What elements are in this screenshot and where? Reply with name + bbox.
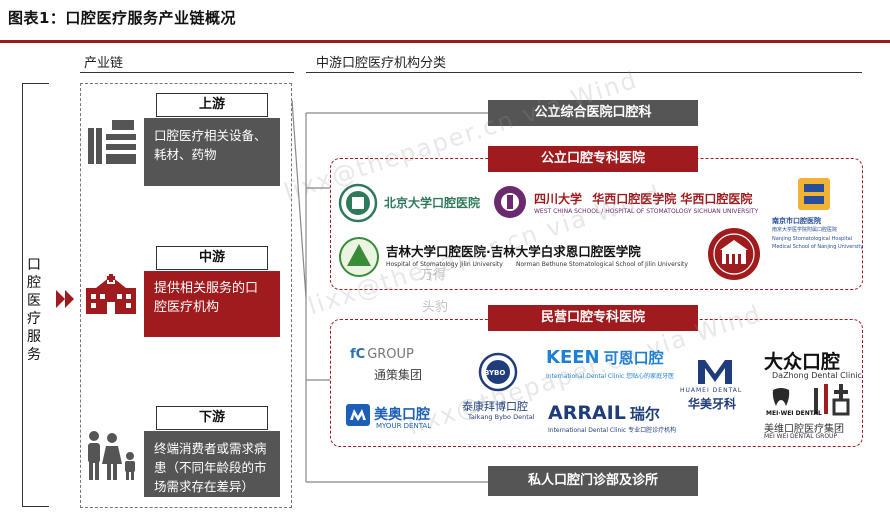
scu-cn: 四川大学 华西口腔医学院 华西口腔医院 [534, 190, 752, 207]
keen-cn: 可恩口腔 [603, 349, 664, 367]
keen-sub: International Dental Clinic 您贴心的家庭牙医 [546, 373, 675, 380]
equipment-icon [88, 120, 136, 164]
nanjing-en1: Nanjing Stomatological Hospital [772, 236, 853, 242]
tc-cn: 通策集团 [374, 368, 423, 382]
stage-upstream-desc: 口腔医疗相关设备、耗材、药物 [144, 118, 280, 186]
header-categories-rule [306, 72, 862, 73]
nanjing-cn: 南京市口腔医院 [772, 217, 821, 225]
stage-downstream-desc: 终端消费者或需求病患（不同年龄段的市场需求存在差异） [144, 431, 280, 497]
stage-midstream-label: 中游 [156, 246, 268, 270]
header-categories: 中游口腔医疗机构分类 [316, 56, 447, 71]
hospital-emblem-icon [708, 228, 760, 280]
tc-en: GROUP [367, 347, 414, 362]
meiwei-tooth-icon [772, 388, 790, 406]
connector-lines [291, 100, 490, 483]
hospital-icon [86, 272, 136, 314]
category-private-specialty: 民营口腔专科医院 [488, 305, 698, 331]
industry-chain-box [80, 83, 292, 508]
category-public-specialty: 公立口腔专科医院 [488, 146, 698, 172]
scu-univ: 四川大学 [534, 192, 583, 206]
dazhong-cn: 大众口腔 [764, 351, 841, 373]
arrail-en: ARRAIL [548, 402, 626, 424]
stage-downstream-label: 下游 [156, 406, 268, 430]
myour-en: MYOUR DENTAL [376, 422, 432, 430]
bybo-en2: Taikang Bybo Dental [468, 413, 535, 421]
title-rule [0, 40, 890, 43]
nanjing-cn2: 南京大学医学院附属口腔医院 [772, 227, 838, 233]
tc-mark: fC [350, 347, 366, 362]
left-bracket [22, 83, 49, 507]
category-general-hospital: 公立综合医院口腔科 [488, 100, 698, 126]
scu-en: WEST CHINA SCHOOL / HOSPITAL OF STOMATOL… [534, 208, 759, 215]
category-private-clinics: 私人口腔门诊部及诊所 [488, 466, 698, 496]
arrail-cn: 瑞尔 [629, 405, 660, 423]
watermark-brand-leadleo: 头豹 [422, 300, 449, 315]
jlu-en2: Norman Bethune Stomatological School of … [516, 261, 688, 268]
left-vertical-label: 口腔医疗服务 [27, 257, 41, 363]
bybo-cn: 泰康拜博口腔 [462, 400, 528, 413]
scu-school: 华西口腔医学院 华西口腔医院 [592, 192, 753, 206]
scu-logo-icon [494, 186, 526, 218]
arrail-sub: International Dental Clinic 专业口腔诊疗机构 [548, 427, 677, 434]
bybo-en: BYBO [484, 369, 506, 377]
jlu-cn: 吉林大学口腔医院·吉林大学白求恩口腔医学院 [386, 244, 641, 259]
jlu-en1: Hospital of Stomatology Jilin University [386, 261, 503, 268]
chevron-right-icon [56, 290, 74, 308]
myour-cn: 美奥口腔 [374, 407, 430, 423]
pku-name: 北京大学口腔医院 [384, 196, 481, 210]
jlu-logo-icon [339, 237, 379, 277]
family-icon [88, 431, 135, 480]
meiwei-cn: 美维口腔医疗集团 [764, 424, 844, 435]
dazhong-en: DaZhong Dental Clinic [772, 371, 862, 380]
meiwei-mark-icon [814, 384, 850, 416]
bybo-logo-icon [478, 352, 518, 392]
pku-logo-icon [338, 183, 378, 223]
watermark-brand-wind: 万得 [420, 268, 447, 283]
huamei-cn: 华美牙科 [688, 397, 737, 411]
huamei-en: HUAMEI DENTAL [680, 387, 743, 394]
meiwei-en: MEI WEI DENTAL GROUP [764, 433, 838, 440]
nanjing-en2: Medical School of Nanjing University [772, 244, 864, 250]
page-title: 图表1：口腔医疗服务产业链概况 [8, 9, 236, 27]
huamei-logo-icon [698, 360, 732, 384]
nanjing-logo-icon [798, 178, 830, 210]
header-chain-rule [80, 72, 294, 73]
header-chain: 产业链 [84, 56, 124, 71]
meiwei-tag: MEI·WEI DENTAL [766, 410, 822, 417]
myour-logo-icon [346, 404, 370, 426]
stage-upstream-label: 上游 [156, 93, 268, 117]
keen-en: KEEN [546, 347, 600, 368]
stage-midstream-desc: 提供相关服务的口腔医疗机构 [144, 271, 280, 337]
